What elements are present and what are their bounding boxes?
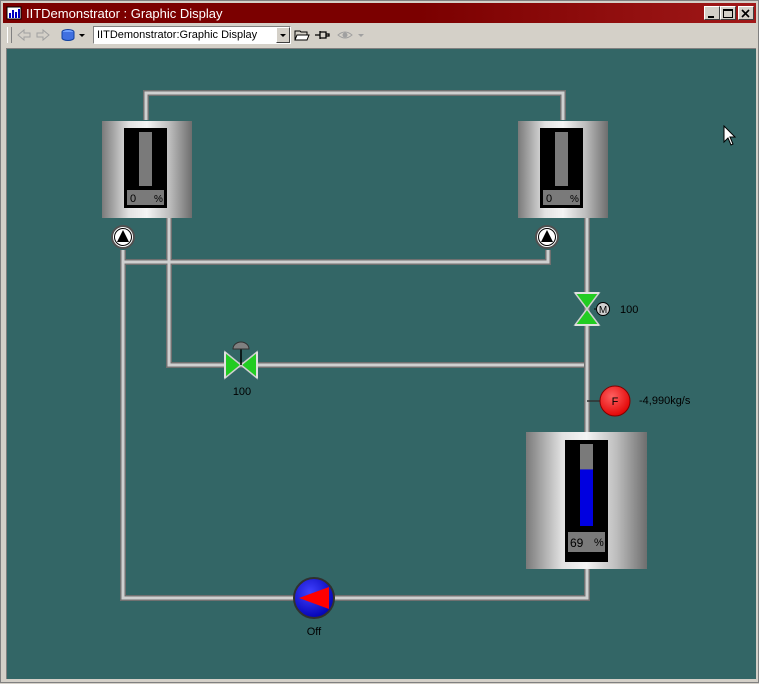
motor-icon <box>596 302 610 316</box>
level-readout-box <box>543 190 580 205</box>
flow-meter-symbol: F <box>612 396 619 408</box>
tank-level-unit: % <box>154 194 163 205</box>
tank-level-value: 0 <box>130 193 136 205</box>
mouse-cursor-icon <box>723 125 737 146</box>
level-bar-background <box>555 132 568 186</box>
outlet-pump-right[interactable] <box>535 225 559 249</box>
level-bar-background <box>139 132 152 186</box>
database-icon[interactable] <box>60 27 76 43</box>
window-title: IITDemonstrator : Graphic Display <box>26 6 223 21</box>
level-bar-fill <box>580 469 593 526</box>
motor-valve-value: 100 <box>620 304 638 316</box>
tank-level-unit: % <box>570 194 579 205</box>
tank-bottom[interactable]: 69 % <box>526 432 647 569</box>
app-icon <box>6 6 22 20</box>
title-bar[interactable]: IITDemonstrator : Graphic Display <box>3 3 756 23</box>
outlet-pump-left[interactable] <box>111 225 135 249</box>
minimize-button[interactable] <box>704 6 720 20</box>
dropdown-arrow-icon[interactable] <box>356 27 366 43</box>
pump-direction-icon <box>299 587 329 609</box>
graphic-display-canvas: 0 % 0 % 69 % <box>6 48 756 679</box>
level-readout-box <box>127 190 164 205</box>
pin-icon[interactable] <box>314 27 330 43</box>
forward-arrow-icon[interactable] <box>35 27 51 43</box>
tank-level-value: 0 <box>546 193 552 205</box>
motor-symbol: M <box>599 305 607 316</box>
flow-meter-value: -4,990kg/s <box>639 395 691 407</box>
control-valve-value: 100 <box>233 386 251 398</box>
close-icon <box>741 9 750 18</box>
circulation-pump[interactable] <box>293 577 335 619</box>
display-select[interactable]: IITDemonstrator:Graphic Display <box>93 26 291 44</box>
pump-triangle-icon <box>541 230 553 242</box>
maximize-button[interactable] <box>720 6 736 20</box>
flow-meter[interactable]: F <box>599 385 631 417</box>
toolbar-grip[interactable] <box>7 27 12 43</box>
control-valve[interactable] <box>224 341 258 380</box>
level-readout-box <box>568 532 605 552</box>
piping <box>120 90 590 601</box>
display-select-value: IITDemonstrator:Graphic Display <box>97 29 258 41</box>
tank-level-value: 69 <box>570 536 584 550</box>
actuator-icon <box>232 341 250 350</box>
open-folder-icon[interactable] <box>294 27 310 43</box>
tank-top-left[interactable]: 0 % <box>102 121 192 218</box>
process-diagram: 0 % 0 % 69 % <box>102 90 691 638</box>
close-button[interactable] <box>738 6 754 20</box>
eye-icon[interactable] <box>337 27 353 43</box>
chevron-down-icon <box>280 34 286 37</box>
back-arrow-icon[interactable] <box>16 27 32 43</box>
maximize-icon <box>723 9 733 18</box>
tank-level-unit: % <box>594 537 604 549</box>
pump-triangle-icon <box>117 230 129 242</box>
motor-valve[interactable]: M <box>573 292 610 326</box>
display-select-button[interactable] <box>276 27 290 43</box>
pump-state: Off <box>307 626 322 638</box>
tank-top-right[interactable]: 0 % <box>518 121 608 218</box>
toolbar: IITDemonstrator:Graphic Display <box>3 24 756 46</box>
dropdown-arrow-icon[interactable] <box>77 27 87 43</box>
minimize-icon <box>708 16 714 18</box>
